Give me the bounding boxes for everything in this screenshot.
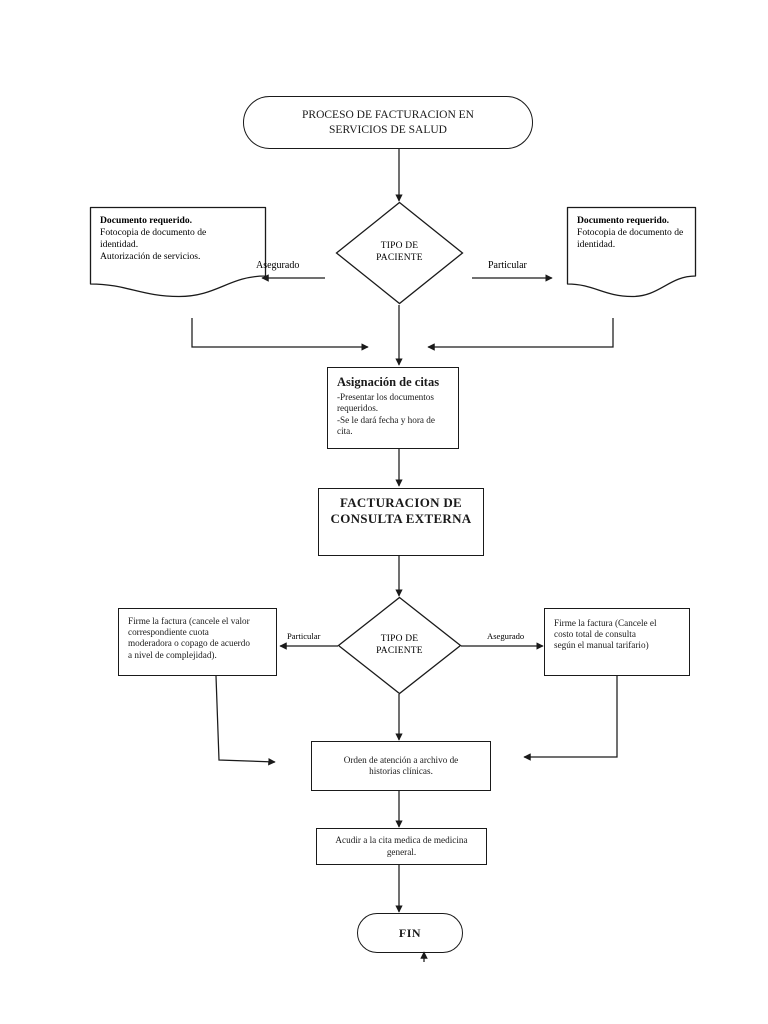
firme-particular-line-4: a nivel de complejidad). (128, 649, 217, 660)
start-line-1: PROCESO DE FACTURACION EN (302, 109, 474, 122)
node-document-required-left[interactable]: Documento requerido. Fotocopia de docume… (89, 206, 267, 298)
decision-top-line-1: TIPO DE (380, 241, 419, 252)
edge-label-particular-top: Particular (488, 260, 527, 271)
document-left-line-1: Fotocopia de documento de (100, 227, 207, 239)
node-firme-factura-particular[interactable]: Firme la factura (cancele el valor corre… (118, 608, 277, 676)
edge-firme-asegurado-elbow (523, 676, 618, 761)
document-shape-left (89, 206, 267, 298)
node-decision-tipo-paciente-bottom[interactable]: TIPO DE PACIENTE (337, 596, 462, 695)
orden-text: Orden de atención a archivo de historias… (312, 742, 490, 790)
firme-particular-line-2: correspondiente cuota (128, 627, 209, 638)
orden-line-2: historias clínicas. (369, 766, 433, 776)
firme-particular-text: Firme la factura (cancele el valor corre… (119, 609, 276, 661)
firme-asegurado-line-3: según el manual tarifario) (554, 640, 649, 651)
asignacion-line-1: -Presentar los documentos (337, 392, 434, 403)
edge-label-asegurado-bottom: Asegurado (487, 631, 525, 641)
acudir-line-1: Acudir a la cita medica de medicina (335, 835, 468, 845)
decision-top-label: TIPO DE PACIENTE (335, 201, 464, 305)
node-orden-atencion-archivo[interactable]: Orden de atención a archivo de historias… (311, 741, 491, 791)
firme-asegurado-line-2: costo total de consulta (554, 629, 636, 640)
diamond-shape-top (335, 201, 464, 305)
document-left-line-2: identidad. (100, 239, 139, 251)
firme-asegurado-text: Firme la factura (Cancele el costo total… (545, 609, 689, 652)
node-start-terminator[interactable]: PROCESO DE FACTURACION EN SERVICIOS DE S… (243, 96, 533, 149)
edge-doc-left-elbow (191, 318, 369, 351)
facturacion-center: FACTURACION DE CONSULTA EXTERNA (319, 489, 483, 555)
asignacion-heading: Asignación de citas (337, 375, 440, 389)
orden-line-1: Orden de atención a archivo de (343, 754, 459, 765)
start-terminator-text: PROCESO DE FACTURACION EN SERVICIOS DE S… (302, 108, 474, 137)
decision-bottom-line-2: PACIENTE (376, 645, 423, 656)
firme-particular-line-3: moderadora o copago de acuerdo (128, 638, 250, 649)
node-asignacion-de-citas[interactable]: Asignación de citas -Presentar los docum… (327, 367, 459, 449)
facturacion-line-1: FACTURACION DE (339, 495, 463, 510)
document-left-text: Documento requerido. Fotocopia de docume… (89, 206, 267, 263)
decision-bottom-line-1: TIPO DE (380, 633, 419, 644)
document-right-heading: Documento requerido. (577, 215, 670, 226)
node-end-terminator[interactable]: FIN (357, 913, 463, 953)
start-line-2: SERVICIOS DE SALUD (329, 123, 447, 136)
asignacion-text: Asignación de citas -Presentar los docum… (328, 368, 458, 437)
firme-asegurado-line-1: Firme la factura (Cancele el (554, 618, 657, 628)
document-left-heading: Documento requerido. (100, 215, 193, 226)
asignacion-line-4: cita. (337, 425, 353, 436)
edge-label-particular-bottom: Particular (287, 631, 321, 641)
facturacion-text: FACTURACION DE CONSULTA EXTERNA (319, 489, 483, 527)
acudir-line-2: general. (386, 846, 417, 857)
firme-particular-line-1: Firme la factura (cancele el valor (128, 616, 250, 626)
acudir-text: Acudir a la cita medica de medicina gene… (317, 829, 486, 864)
node-facturacion-consulta-externa[interactable]: FACTURACION DE CONSULTA EXTERNA (318, 488, 484, 556)
asignacion-line-3: -Se le dará fecha y hora de (337, 414, 435, 425)
diamond-shape-bottom (337, 596, 462, 695)
node-document-required-right[interactable]: Documento requerido. Fotocopia de docume… (566, 206, 697, 298)
edge-firme-particular-elbow (215, 675, 276, 766)
edge-doc-right-elbow (427, 318, 614, 351)
document-shape-right (566, 206, 697, 298)
decision-bottom-label: TIPO DE PACIENTE (337, 596, 462, 695)
facturacion-line-2: CONSULTA EXTERNA (330, 510, 472, 526)
document-right-line-2: identidad. (577, 239, 616, 251)
node-acudir-cita-medica[interactable]: Acudir a la cita medica de medicina gene… (316, 828, 487, 865)
document-right-line-1: Fotocopia de documento de (577, 227, 684, 239)
document-right-text: Documento requerido. Fotocopia de docume… (566, 206, 697, 251)
document-left-line-3: Autorización de servicios. (100, 251, 201, 263)
edge-label-asegurado-top: Asegurado (256, 260, 300, 271)
end-terminator-label: FIN (398, 925, 422, 940)
node-firme-factura-asegurado[interactable]: Firme la factura (Cancele el costo total… (544, 608, 690, 676)
node-decision-tipo-paciente-top[interactable]: TIPO DE PACIENTE (335, 201, 464, 305)
decision-top-line-2: PACIENTE (376, 253, 423, 263)
asignacion-line-2: requeridos. (337, 403, 379, 414)
